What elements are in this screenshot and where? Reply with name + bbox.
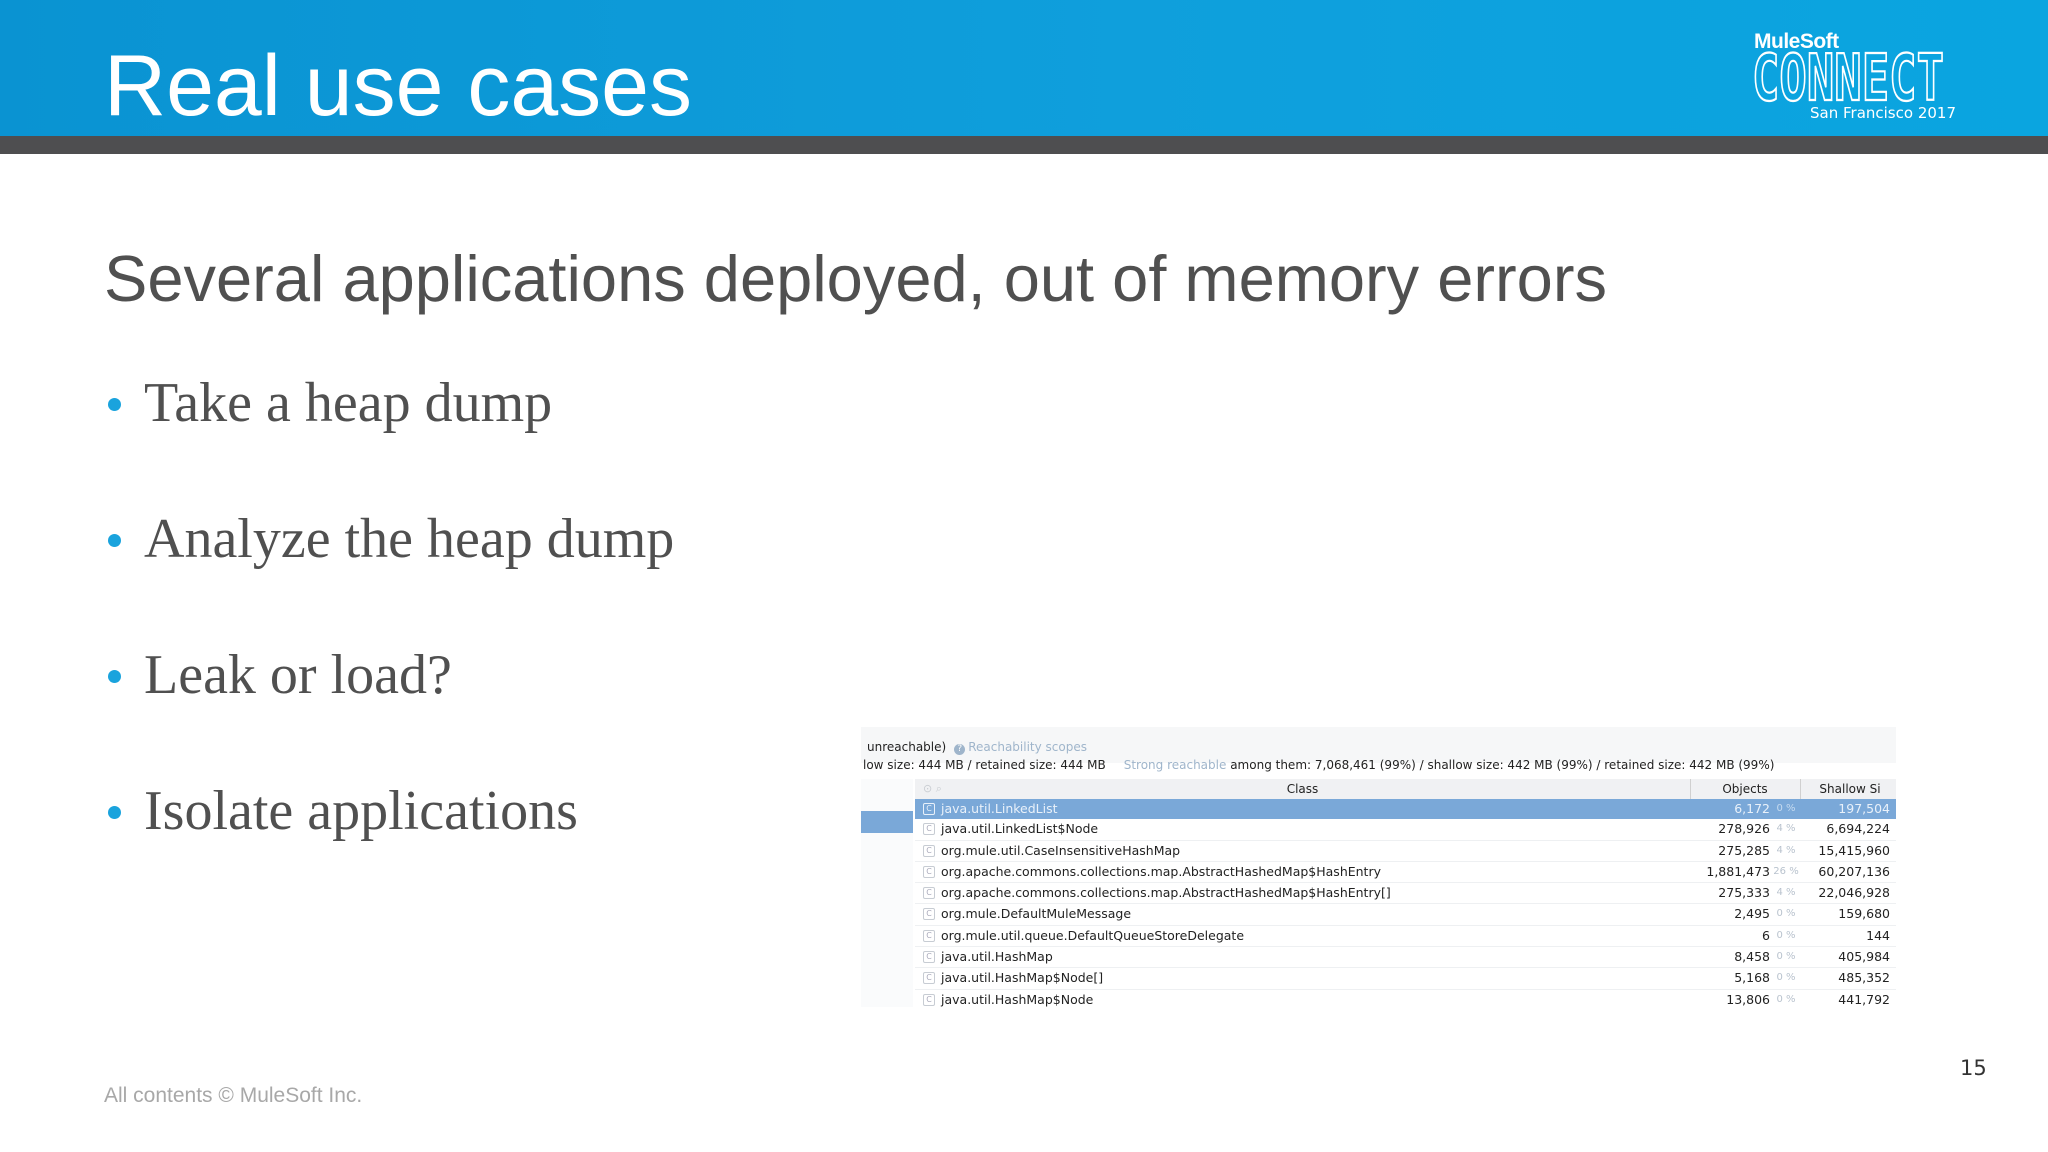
shallow-size-cell: 159,680 bbox=[1838, 906, 1890, 922]
column-header-class[interactable]: Class bbox=[1286, 782, 1319, 796]
class-icon: C bbox=[923, 803, 935, 815]
bullet-item: Take a heap dump bbox=[104, 362, 674, 498]
objects-count-cell: 6,172 bbox=[1734, 801, 1770, 816]
shallow-size-cell: 22,046,928 bbox=[1818, 885, 1890, 901]
reachability-scopes-link[interactable]: Reachability scopes bbox=[968, 740, 1087, 754]
class-icon: C bbox=[923, 993, 935, 1006]
class-icon: C bbox=[923, 908, 935, 921]
class-name-cell: java.util.HashMap$Node[] bbox=[941, 970, 1104, 986]
objects-count-cell: 1,881,473 bbox=[1706, 863, 1770, 879]
class-icon: C bbox=[923, 865, 935, 878]
help-icon: ? bbox=[954, 744, 966, 755]
column-header-objects[interactable]: Objects bbox=[1722, 782, 1768, 796]
shallow-size-cell: 485,352 bbox=[1838, 970, 1890, 986]
profiler-summary-line-2: low size: 444 MB / retained size: 444 MB… bbox=[863, 757, 1774, 773]
class-name-cell: org.mule.util.queue.DefaultQueueStoreDel… bbox=[941, 927, 1245, 943]
profiler-selection-marker bbox=[861, 811, 913, 833]
class-icon: C bbox=[923, 823, 935, 836]
profiler-size-text: low size: 444 MB / retained size: 444 MB bbox=[863, 758, 1106, 772]
class-name-cell: org.mule.util.CaseInsensitiveHashMap bbox=[941, 842, 1181, 858]
slide-header: Real use cases MuleSoft CONNECT San Fran… bbox=[0, 0, 2048, 136]
logo-brand: MuleSoft bbox=[1754, 30, 1839, 53]
class-name-cell: java.util.LinkedList$Node bbox=[941, 821, 1099, 837]
logo-connect-text: CONNECT bbox=[1752, 44, 1944, 108]
objects-count-cell: 5,168 bbox=[1734, 970, 1770, 986]
class-name-cell: org.mule.DefaultMuleMessage bbox=[941, 906, 1132, 922]
objects-percent-cell: 4 % bbox=[1776, 844, 1796, 856]
table-filter-icons[interactable]: ⊙ ⌕ bbox=[923, 782, 942, 795]
class-icon: C bbox=[923, 887, 935, 900]
shallow-size-cell: 144 bbox=[1866, 927, 1890, 943]
bullet-item: Leak or load? bbox=[104, 634, 674, 770]
objects-percent-cell: 0 % bbox=[1776, 929, 1796, 941]
objects-count-cell: 275,333 bbox=[1718, 885, 1770, 901]
profiler-unreachable-text: unreachable) bbox=[867, 740, 947, 754]
objects-count-cell: 278,926 bbox=[1718, 821, 1770, 837]
class-name-cell: java.util.LinkedList bbox=[941, 801, 1058, 816]
bullet-item: Isolate applications bbox=[104, 770, 674, 906]
objects-percent-cell: 26 % bbox=[1773, 865, 1799, 877]
class-icon: C bbox=[923, 951, 935, 964]
header-divider bbox=[0, 136, 2048, 154]
shallow-size-cell: 15,415,960 bbox=[1818, 842, 1890, 858]
class-name-cell: java.util.HashMap bbox=[941, 949, 1053, 965]
objects-percent-cell: 0 % bbox=[1776, 951, 1796, 963]
objects-percent-cell: 0 % bbox=[1776, 908, 1796, 920]
objects-percent-cell: 0 % bbox=[1776, 993, 1796, 1005]
footer-copyright: All contents © MuleSoft Inc. bbox=[104, 1084, 363, 1107]
objects-percent-cell: 0 % bbox=[1776, 972, 1796, 984]
column-header-shallow-size[interactable]: Shallow Si bbox=[1819, 782, 1881, 796]
shallow-size-cell: 405,984 bbox=[1838, 949, 1890, 965]
logo-connect-wordmark: CONNECT bbox=[1752, 44, 1945, 108]
class-icon: C bbox=[923, 844, 935, 857]
class-icon: C bbox=[923, 972, 935, 985]
profiler-screenshot: unreachable)?Reachability scopes low siz… bbox=[861, 727, 1896, 1007]
objects-count-cell: 13,806 bbox=[1726, 991, 1770, 1007]
logo-event: San Francisco 2017 bbox=[1810, 104, 1956, 122]
profiler-among-text: among them: 7,068,461 (99%) / shallow si… bbox=[1230, 758, 1775, 772]
objects-count-cell: 8,458 bbox=[1734, 949, 1770, 965]
bullet-list: Take a heap dump Analyze the heap dump L… bbox=[104, 362, 674, 906]
objects-count-cell: 275,285 bbox=[1718, 842, 1770, 858]
class-icon: C bbox=[923, 929, 935, 942]
shallow-size-cell: 441,792 bbox=[1838, 991, 1890, 1007]
class-table-header: ⊙ ⌕ Class Objects Shallow Si bbox=[915, 779, 1896, 800]
slide-title: Real use cases bbox=[104, 38, 692, 134]
page-number: 15 bbox=[1960, 1056, 1987, 1080]
class-name-cell: org.apache.commons.collections.map.Abstr… bbox=[941, 885, 1391, 901]
slide-subtitle: Several applications deployed, out of me… bbox=[104, 242, 1607, 315]
class-name-cell: org.apache.commons.collections.map.Abstr… bbox=[941, 863, 1381, 879]
profiler-summary-line-1: unreachable)?Reachability scopes bbox=[867, 739, 1087, 755]
mulesoft-connect-logo: MuleSoft CONNECT San Francisco 2017 bbox=[1752, 26, 1962, 126]
bullet-item: Analyze the heap dump bbox=[104, 498, 674, 634]
profiler-summary-bar bbox=[861, 727, 1896, 763]
objects-count-cell: 6 bbox=[1762, 927, 1770, 943]
shallow-size-cell: 197,504 bbox=[1838, 801, 1890, 816]
class-name-cell: java.util.HashMap$Node bbox=[941, 991, 1094, 1007]
strong-reachable-link[interactable]: Strong reachable bbox=[1123, 758, 1227, 772]
objects-percent-cell: 4 % bbox=[1776, 887, 1796, 899]
objects-count-cell: 2,495 bbox=[1734, 906, 1770, 922]
shallow-size-cell: 60,207,136 bbox=[1818, 863, 1890, 879]
objects-percent-cell: 0 % bbox=[1776, 803, 1796, 814]
objects-percent-cell: 4 % bbox=[1776, 823, 1796, 835]
shallow-size-cell: 6,694,224 bbox=[1826, 821, 1890, 837]
